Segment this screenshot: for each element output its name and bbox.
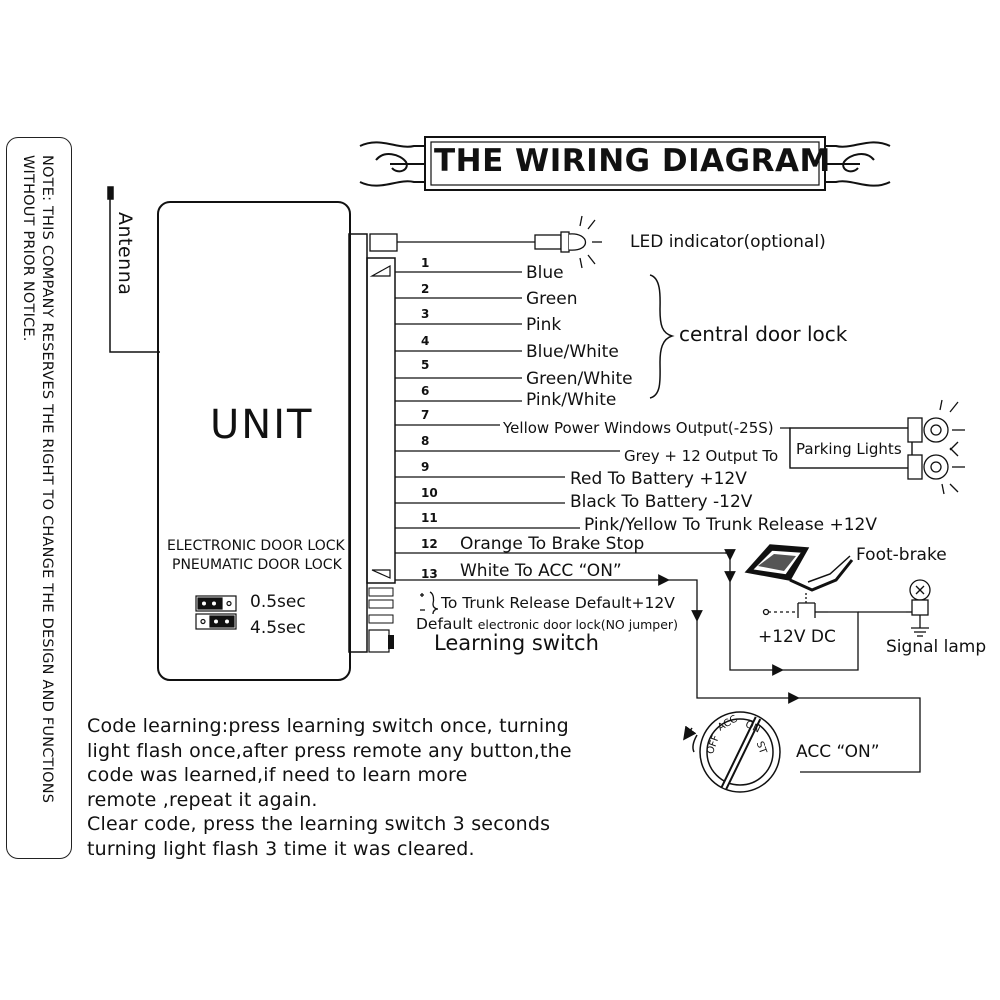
instruction-line: turning light flash 3 time it was cleare…: [87, 837, 475, 860]
antenna-icon: [107, 186, 160, 353]
wire-label: Yellow Power Windows Output(-25S): [503, 419, 774, 437]
signal-lamp-label: Signal lamp: [886, 637, 987, 657]
acc-on-label: ACC “ON”: [796, 742, 880, 762]
wire-number: 12: [421, 537, 438, 551]
dc-label: +12V DC: [758, 627, 836, 647]
instructions: Code learning:press learning switch once…: [87, 714, 572, 862]
wire-label: Grey + 12 Output To: [624, 447, 779, 465]
parking-lights-box: [789, 427, 920, 469]
unit-line-2: PNEUMATIC DOOR LOCK: [172, 557, 342, 573]
wire-number: 5: [421, 358, 430, 372]
led-indicator-label: LED indicator(optional): [630, 232, 826, 252]
foot-brake-label: Foot-brake: [856, 545, 947, 565]
wire-number: 8: [421, 434, 430, 448]
wire-number: 9: [421, 460, 430, 474]
wire-number: 10: [421, 486, 438, 500]
wire-label: Blue/White: [526, 342, 619, 362]
wire-label: Pink/Yellow To Trunk Release +12V: [584, 515, 877, 535]
note-line-1: NOTE: THIS COMPANY RESERVES THE RIGHT TO…: [39, 155, 55, 804]
acc-wire: [395, 574, 921, 773]
unit-line-1: ELECTRONIC DOOR LOCK: [167, 538, 345, 554]
instruction-line: remote ,repeat it again.: [87, 788, 318, 811]
wire-number: 3: [421, 307, 430, 321]
central-door-lock-brace: [649, 274, 675, 399]
ignition-switch-icon: [683, 711, 781, 793]
jumper-time-1: 0.5sec: [250, 592, 306, 612]
instruction-line: code was learned,if need to learn more: [87, 764, 468, 787]
wire-label: Pink: [526, 315, 562, 335]
default-label: Default: [416, 615, 473, 633]
jumper-icon: [195, 595, 237, 630]
unit-title: UNIT: [210, 402, 314, 448]
note-line-2: WITHOUT PRIOR NOTICE.: [20, 155, 36, 342]
wire-label: Green/White: [526, 369, 633, 389]
instruction-line: Clear code, press the learning switch 3 …: [87, 813, 551, 836]
jumper-selector-icon: [420, 591, 439, 615]
unit-box: [157, 201, 398, 681]
wire-number: 6: [421, 384, 430, 398]
wire-label: Red To Battery +12V: [570, 469, 747, 489]
brake-switch-icon: [762, 593, 906, 618]
wire-number: 13: [421, 567, 438, 581]
default-jumper-label: Default electronic door lock(NO jumper): [416, 614, 678, 633]
wire-number: 2: [421, 282, 430, 296]
instruction-line: light flash once,after press remote any …: [87, 739, 572, 762]
parking-lights-label: Parking Lights: [796, 440, 902, 458]
wire-number: 4: [421, 334, 430, 348]
brake-wire: [395, 549, 859, 676]
wire-label: White To ACC “ON”: [460, 561, 622, 581]
wire-label: Orange To Brake Stop: [460, 534, 645, 554]
wire-number: 1: [421, 256, 430, 270]
default-detail-label: electronic door lock(NO jumper): [477, 617, 678, 632]
wire-label: Green: [526, 289, 578, 309]
signal-lamp-icon: [906, 579, 931, 637]
note-box: [6, 137, 72, 859]
wire-number: 7: [421, 408, 430, 422]
foot-brake-icon: [744, 544, 854, 592]
wire-number: 11: [421, 511, 438, 525]
antenna-label: Antenna: [114, 212, 136, 296]
company-note: NOTE: THIS COMPANY RESERVES THE RIGHT TO…: [0, 155, 56, 855]
wire-label: Pink/White: [526, 390, 617, 410]
central-door-lock-label: central door lock: [679, 322, 848, 346]
jumper-time-2: 4.5sec: [250, 618, 306, 638]
wire-lines: [395, 271, 791, 529]
instruction-line: Code learning:press learning switch once…: [87, 715, 569, 737]
wire-label: Black To Battery -12V: [570, 492, 753, 512]
trunk-release-default-label: To Trunk Release Default+12V: [441, 594, 675, 612]
title-banner: [359, 136, 891, 191]
parking-light-bulb-icon: [907, 399, 965, 495]
wire-label: Blue: [526, 263, 564, 283]
diagram-title: THE WIRING DIAGRAM: [434, 143, 831, 179]
led-indicator-icon: [397, 215, 602, 269]
learning-switch-label: Learning switch: [434, 631, 599, 655]
